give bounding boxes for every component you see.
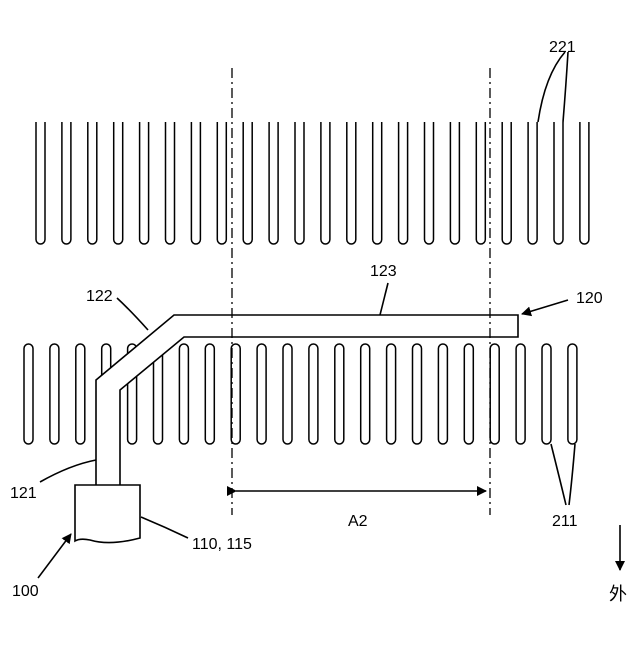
label-120: 120 bbox=[576, 290, 603, 307]
lower-fin bbox=[179, 344, 188, 444]
lower-fin bbox=[309, 344, 318, 444]
leader-121 bbox=[40, 460, 96, 482]
upper-fin bbox=[476, 122, 485, 244]
upper-fin bbox=[269, 122, 278, 244]
upper-fin bbox=[450, 122, 459, 244]
upper-fin bbox=[554, 122, 563, 244]
lower-fin bbox=[205, 344, 214, 444]
upper-fin bbox=[217, 122, 226, 244]
lower-fin bbox=[464, 344, 473, 444]
lower-fin bbox=[490, 344, 499, 444]
label-110-115: 110, 115 bbox=[192, 536, 252, 553]
label-211: 211 bbox=[552, 513, 578, 530]
lower-fin bbox=[542, 344, 551, 444]
base-block bbox=[75, 485, 140, 543]
upper-fin bbox=[321, 122, 330, 244]
upper-fin bbox=[140, 122, 149, 244]
lower-fin bbox=[568, 344, 577, 444]
upper-fin bbox=[528, 122, 537, 244]
leader-221-b bbox=[563, 52, 568, 122]
lower-fin bbox=[387, 344, 396, 444]
label-122: 122 bbox=[86, 288, 113, 305]
lower-fin bbox=[24, 344, 33, 444]
label-121: 121 bbox=[10, 485, 37, 502]
lower-fin bbox=[361, 344, 370, 444]
label-123: 123 bbox=[370, 263, 397, 280]
lower-fin bbox=[257, 344, 266, 444]
label-a2: A2 bbox=[348, 513, 368, 530]
lower-fin bbox=[50, 344, 59, 444]
label-outward: 外 bbox=[609, 584, 627, 604]
upper-fin bbox=[62, 122, 71, 244]
leader-100-arrow bbox=[38, 534, 71, 578]
leader-110 bbox=[141, 517, 188, 538]
leader-120-arrow bbox=[522, 300, 568, 314]
lower-fin bbox=[335, 344, 344, 444]
upper-fin-array bbox=[36, 122, 589, 244]
upper-fin bbox=[502, 122, 511, 244]
upper-fin bbox=[425, 122, 434, 244]
upper-fin bbox=[88, 122, 97, 244]
upper-fin bbox=[580, 122, 589, 244]
upper-fin bbox=[243, 122, 252, 244]
lower-fin bbox=[413, 344, 422, 444]
upper-fin bbox=[191, 122, 200, 244]
leader-122 bbox=[117, 298, 148, 330]
leader-211 bbox=[551, 444, 566, 505]
lower-fin bbox=[283, 344, 292, 444]
upper-fin bbox=[295, 122, 304, 244]
upper-fin bbox=[347, 122, 356, 244]
leader-123 bbox=[380, 283, 388, 315]
label-100: 100 bbox=[12, 583, 39, 600]
leader-211-b bbox=[569, 444, 575, 505]
leader-221 bbox=[538, 52, 565, 122]
lower-fin bbox=[516, 344, 525, 444]
upper-fin bbox=[166, 122, 175, 244]
upper-fin bbox=[114, 122, 123, 244]
label-221: 221 bbox=[549, 39, 576, 56]
upper-fin bbox=[373, 122, 382, 244]
lower-fin bbox=[438, 344, 447, 444]
lower-fin bbox=[76, 344, 85, 444]
upper-fin bbox=[36, 122, 45, 244]
upper-fin bbox=[399, 122, 408, 244]
